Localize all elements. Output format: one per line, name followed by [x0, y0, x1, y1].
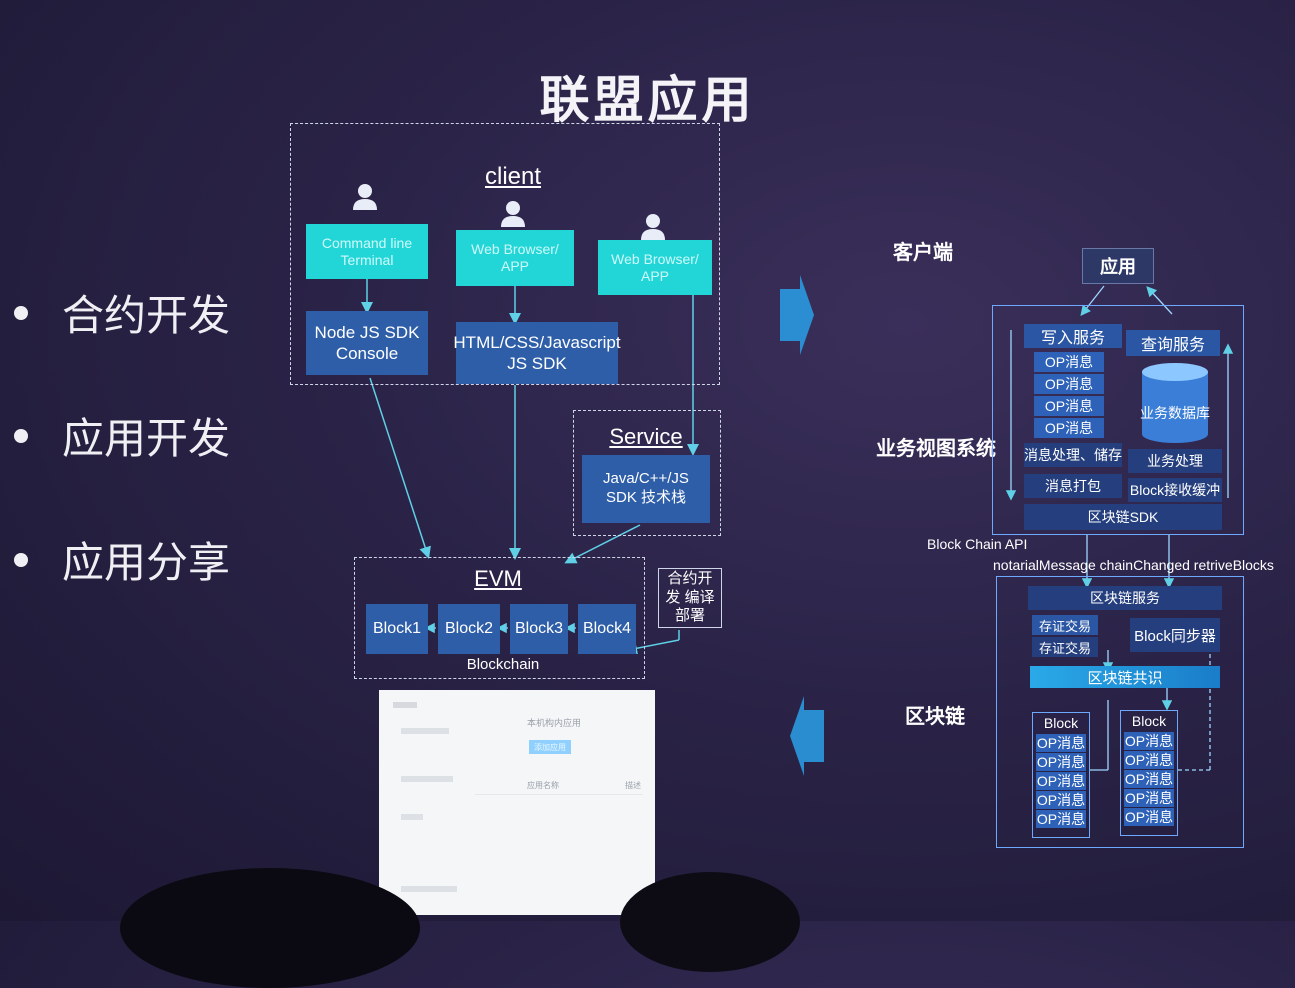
msg-process-box: 消息处理、储存 [1024, 443, 1122, 467]
bullet-text: 应用开发 [62, 415, 231, 462]
slide-title: 联盟应用 [539, 72, 756, 128]
service-label: Service [609, 424, 683, 449]
write-service-box: 写入服务 [1024, 324, 1122, 348]
client-browser-box: Web Browser/ APP [598, 240, 712, 295]
js-sdk-box: HTML/CSS/Javascript JS SDK [453, 322, 621, 384]
client-browser-box: Web Browser/ APP [456, 230, 574, 286]
op-message: OP消息 [1124, 808, 1174, 826]
chain-service-box: 区块链服务 [1028, 586, 1222, 610]
block-column: Block OP消息 OP消息 OP消息 OP消息 OP消息 [1032, 712, 1090, 838]
user-icon [353, 184, 377, 210]
api-label: Block Chain API [927, 536, 1028, 552]
panel-heading: 本机构内应用 [527, 718, 582, 728]
block-sync-box: Block同步器 [1130, 618, 1220, 652]
op-message: OP消息 [1034, 352, 1104, 372]
contract-compile-box: 合约开发 编译部署 [658, 568, 722, 628]
bullet-text: 应用分享 [62, 539, 231, 586]
bullet-dot-icon [14, 305, 28, 320]
consensus-bar: 区块链共识 [1030, 666, 1220, 688]
bullet-item: 合约开发 [14, 282, 230, 343]
notary-tx-box: 存证交易 [1032, 637, 1098, 657]
arrow-left-icon [790, 696, 824, 776]
chain-sdk-box: 区块链SDK [1024, 504, 1222, 530]
add-app-button[interactable]: 添加应用 [529, 740, 571, 754]
block-title: Block [1131, 713, 1167, 729]
panel-menu-item [401, 886, 457, 892]
op-message: OP消息 [1034, 418, 1104, 438]
op-message: OP消息 [1036, 810, 1086, 828]
left-diagram-arrows [361, 279, 699, 655]
blockchain-frame [996, 576, 1244, 848]
node-sdk-box: Node JS SDK Console [306, 311, 428, 375]
panel-logo [393, 702, 417, 708]
op-message: OP消息 [1124, 751, 1174, 769]
op-message: OP消息 [1036, 753, 1086, 771]
panel-menu-item [401, 728, 449, 734]
service-sdk-box: Java/C++/JS SDK 技术栈 [582, 455, 710, 523]
client-frame [290, 123, 720, 385]
bullet-dot-icon [14, 428, 28, 443]
bullet-text: 合约开发 [62, 292, 231, 339]
panel-menu-item [401, 776, 453, 782]
database-icon [1142, 363, 1208, 443]
panel-col-name: 应用名称 [527, 781, 559, 790]
user-icon [501, 201, 525, 227]
app-box: 应用 [1082, 248, 1154, 284]
user-icon [641, 214, 665, 240]
panel-menu-item [401, 814, 423, 820]
evm-frame [354, 557, 645, 679]
app-screenshot-panel: 本机构内应用 添加应用 应用名称 描述 [379, 690, 655, 915]
block-box: Block3 [510, 604, 568, 654]
block-box: Block1 [366, 604, 428, 654]
notary-tx-box: 存证交易 [1032, 615, 1098, 635]
block-box: Block2 [438, 604, 500, 654]
block-column: Block OP消息 OP消息 OP消息 OP消息 OP消息 [1120, 710, 1178, 836]
block-title: Block [1043, 715, 1079, 731]
query-service-box: 查询服务 [1126, 330, 1220, 356]
block-buffer-box: Block接收缓冲 [1128, 478, 1222, 502]
bullet-item: 应用开发 [14, 405, 230, 466]
op-message: OP消息 [1034, 374, 1104, 394]
label-business-system: 业务视图系统 [876, 438, 996, 460]
bullet-dot-icon [14, 552, 28, 567]
business-view-frame [992, 305, 1244, 535]
msg-pack-box: 消息打包 [1024, 474, 1122, 498]
op-message: OP消息 [1124, 770, 1174, 788]
panel-col-desc: 描述 [625, 781, 641, 790]
op-message: OP消息 [1124, 789, 1174, 807]
label-client-side: 客户端 [893, 242, 953, 264]
op-message: OP消息 [1036, 734, 1086, 752]
label-blockchain: 区块链 [905, 706, 965, 728]
client-label: client [484, 163, 542, 190]
biz-process-box: 业务处理 [1128, 449, 1222, 473]
block-box: Block4 [578, 604, 636, 654]
op-message: OP消息 [1034, 396, 1104, 416]
database-label: 业务数据库 [1140, 405, 1210, 421]
op-message: OP消息 [1036, 791, 1086, 809]
service-frame [573, 410, 721, 536]
op-message: OP消息 [1124, 732, 1174, 750]
bullet-item: 应用分享 [14, 529, 230, 590]
op-message: OP消息 [1036, 772, 1086, 790]
blockchain-label: Blockchain [466, 656, 540, 673]
audience-silhouette [120, 868, 420, 988]
client-terminal-box: Command line Terminal [306, 224, 428, 279]
api-calls-label: notarialMessage chainChanged retriveBloc… [993, 557, 1274, 573]
panel-divider [475, 794, 643, 795]
audience-silhouette [620, 872, 800, 972]
arrow-right-icon [780, 275, 814, 355]
evm-label: EVM [474, 566, 522, 591]
